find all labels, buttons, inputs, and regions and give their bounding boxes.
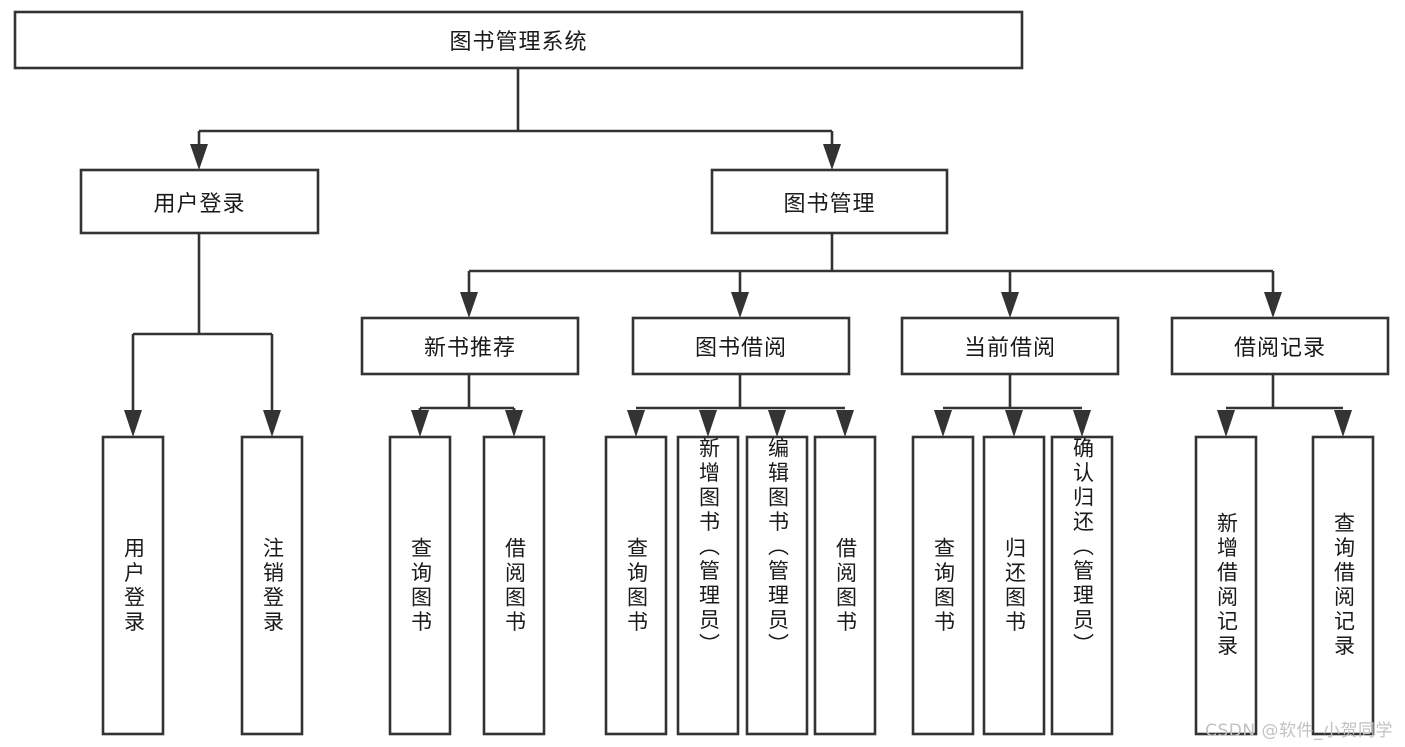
node-leaf-borrow-query-box[interactable]	[604, 435, 668, 736]
node-book-mgmt-box[interactable]	[710, 168, 949, 235]
arrow-root-to-book-mgmt	[823, 144, 841, 170]
arrow-borrow-leaf-2	[699, 410, 717, 437]
arrow-book-mgmt-to-recommend	[460, 292, 478, 318]
arrow-borrow-leaf-4	[836, 410, 854, 437]
node-leaf-current-query-box[interactable]	[911, 435, 975, 736]
arrow-borrow-leaf-3	[768, 410, 786, 437]
arrow-current-leaf-1	[934, 410, 952, 437]
arrow-book-mgmt-to-current	[1001, 292, 1019, 318]
node-leaf-current-return-box[interactable]	[982, 435, 1046, 736]
arrow-recommend-leaf-1	[411, 410, 429, 437]
arrow-book-mgmt-to-borrow	[731, 292, 749, 318]
arrow-root-to-user-login	[190, 144, 208, 170]
node-leaf-recommend-query-box[interactable]	[388, 435, 452, 736]
node-leaf-record-add-box[interactable]	[1194, 435, 1258, 736]
csdn-watermark: CSDN @软件_小贺同学	[1205, 721, 1393, 741]
arrow-book-mgmt-to-record	[1264, 292, 1282, 318]
node-borrow-record-box[interactable]	[1170, 316, 1390, 376]
node-book-borrow-box[interactable]	[631, 316, 851, 376]
arrow-recommend-leaf-2	[505, 410, 523, 437]
node-root-box[interactable]	[13, 10, 1024, 70]
arrow-current-leaf-3	[1073, 410, 1091, 437]
arrow-borrow-leaf-1	[627, 410, 645, 437]
node-leaf-recommend-borrow-box[interactable]	[482, 435, 546, 736]
arrow-user-login-leaf-1	[124, 410, 142, 437]
node-leaf-current-confirm-box[interactable]	[1050, 435, 1114, 736]
node-current-borrow-box[interactable]	[900, 316, 1120, 376]
node-leaf-borrow-add-box[interactable]	[676, 435, 740, 736]
node-leaf-borrow-lend-box[interactable]	[813, 435, 877, 736]
arrow-current-leaf-2	[1005, 410, 1023, 437]
node-leaf-logout-box[interactable]	[240, 435, 304, 736]
arrow-record-leaf-1	[1217, 410, 1235, 437]
node-new-book-recommend-box[interactable]	[360, 316, 580, 376]
node-leaf-user-login-box[interactable]	[101, 435, 165, 736]
node-user-login-box[interactable]	[79, 168, 320, 235]
node-leaf-borrow-edit-box[interactable]	[745, 435, 809, 736]
node-leaf-record-query-box[interactable]	[1311, 435, 1375, 736]
arrow-record-leaf-2	[1334, 410, 1352, 437]
arrow-user-login-leaf-2	[263, 410, 281, 437]
